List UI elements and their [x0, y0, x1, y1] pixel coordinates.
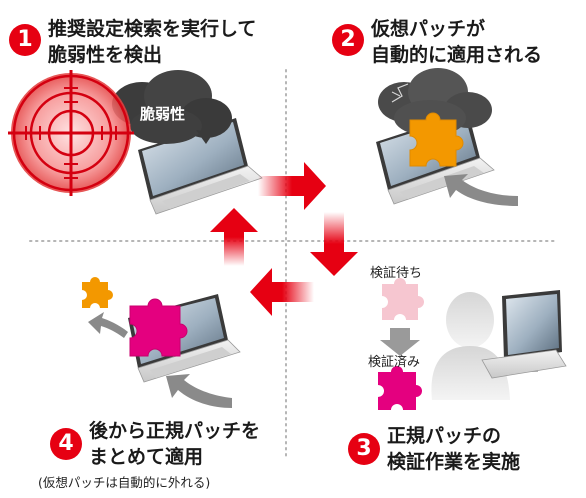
- pending-patch-icon: [382, 278, 424, 320]
- person-silhouette: [431, 292, 510, 400]
- curved-arrow-4a: [88, 312, 128, 338]
- step-3-badge: 3: [348, 433, 380, 465]
- verified-label: 検証済み: [368, 355, 421, 370]
- vulnerability-label: 脆弱性: [140, 105, 186, 123]
- step-1-badge: 1: [9, 24, 41, 56]
- down-arrow-gray: [380, 328, 420, 356]
- virtual-patch-icon: [409, 112, 464, 167]
- step-2-badge: 2: [332, 24, 364, 56]
- official-patch-icon: [129, 298, 188, 357]
- step-4-label: 後から正規パッチを まとめて適用: [89, 420, 261, 468]
- dark-cloud-icon: [112, 70, 232, 144]
- removed-virtual-patch-icon: [82, 277, 113, 308]
- cycle-arrows: [210, 162, 358, 316]
- verified-patch-icon: [378, 366, 422, 410]
- pending-verification-label: 検証待ち: [370, 266, 423, 281]
- step-1-label: 推奨設定検索を実行して 脆弱性を検出: [48, 18, 257, 66]
- step-4-note: (仮想パッチは自動的に外れる): [38, 475, 211, 490]
- step-3-label: 正規パッチの 検証作業を実施: [387, 425, 521, 473]
- step-2-label: 仮想パッチが 自動的に適用される: [371, 18, 543, 66]
- curved-arrow-4b: [166, 374, 232, 408]
- monitor-3: [481, 290, 567, 379]
- laptop-1: [138, 118, 263, 215]
- curved-arrow-2: [444, 174, 518, 206]
- target-scope-icon: [8, 70, 134, 196]
- quadrant-dividers: [29, 69, 557, 461]
- step-4-badge: 4: [50, 428, 82, 460]
